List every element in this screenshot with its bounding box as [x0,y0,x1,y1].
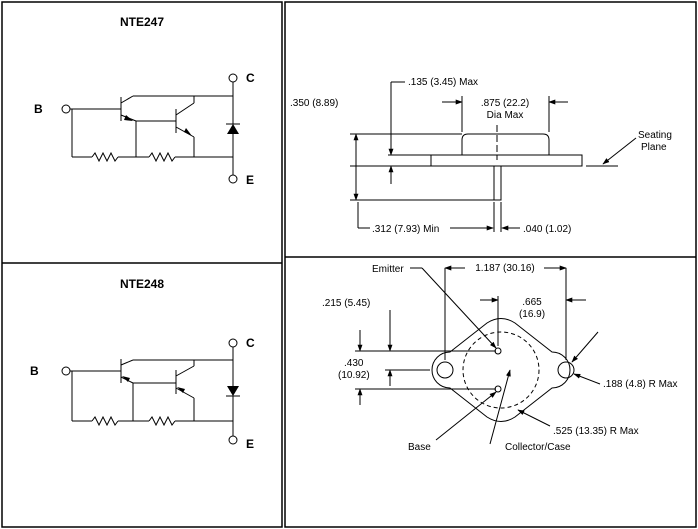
dim-body-radius: .525 (13.35) R Max [553,426,639,437]
dim-center-spacing-mm: (16.9) [519,309,545,320]
package-side-view: .350 (8.89) .135 (3.45) Max .875 (22.2) … [290,77,672,235]
schematic-title: NTE247 [120,15,164,29]
base-label: Base [408,442,431,453]
dim-pin-offset: .215 (5.45) [322,298,370,309]
flange-outline [431,318,571,422]
left-panel-frame [1,1,283,528]
pin-c-label: C [246,71,255,85]
schematic-nte247: NTE247 [34,15,255,187]
dim-body-diameter: .875 (22.2) [481,98,529,109]
dim-lead-length: .312 (7.93) Min [372,224,439,235]
pin-e-label: E [246,173,254,187]
flange [430,154,583,167]
cap-body [461,133,550,155]
dim-height: .350 (8.89) [290,98,338,109]
dim-flange-thickness: .135 (3.45) Max [408,77,478,88]
pin-b-label: B [30,364,39,378]
seating-plane-label-2: Plane [641,142,667,153]
dim-width-mm: (10.92) [338,370,370,381]
collector-label: Collector/Case [505,442,571,453]
dim-hole-spacing: 1.187 (30.16) [475,263,535,274]
seating-plane-label: Seating [638,130,672,141]
mount-hole-left [436,361,454,379]
dim-body-diameter-note: Dia Max [487,110,524,121]
emitter-label: Emitter [372,264,404,275]
mount-hole-right [557,361,575,379]
lead [493,165,502,201]
dim-lead-diameter: .040 (1.02) [523,224,571,235]
dim-hole-radius: .188 (4.8) R Max [603,379,677,390]
schematic-nte248: NTE248 [30,277,255,451]
right-panel-frame [284,1,697,528]
dim-center-spacing: .665 [522,297,542,308]
pin-c-label: C [246,336,255,350]
dim-width: .430 [344,358,364,369]
schematic-title: NTE248 [120,277,164,291]
package-bottom-view: Emitter 1.187 (30.16) .215 (5.45) .665 (… [322,263,677,453]
pin-e-label: E [246,437,254,451]
body-circle [462,331,540,409]
pin-b-label: B [34,102,43,116]
